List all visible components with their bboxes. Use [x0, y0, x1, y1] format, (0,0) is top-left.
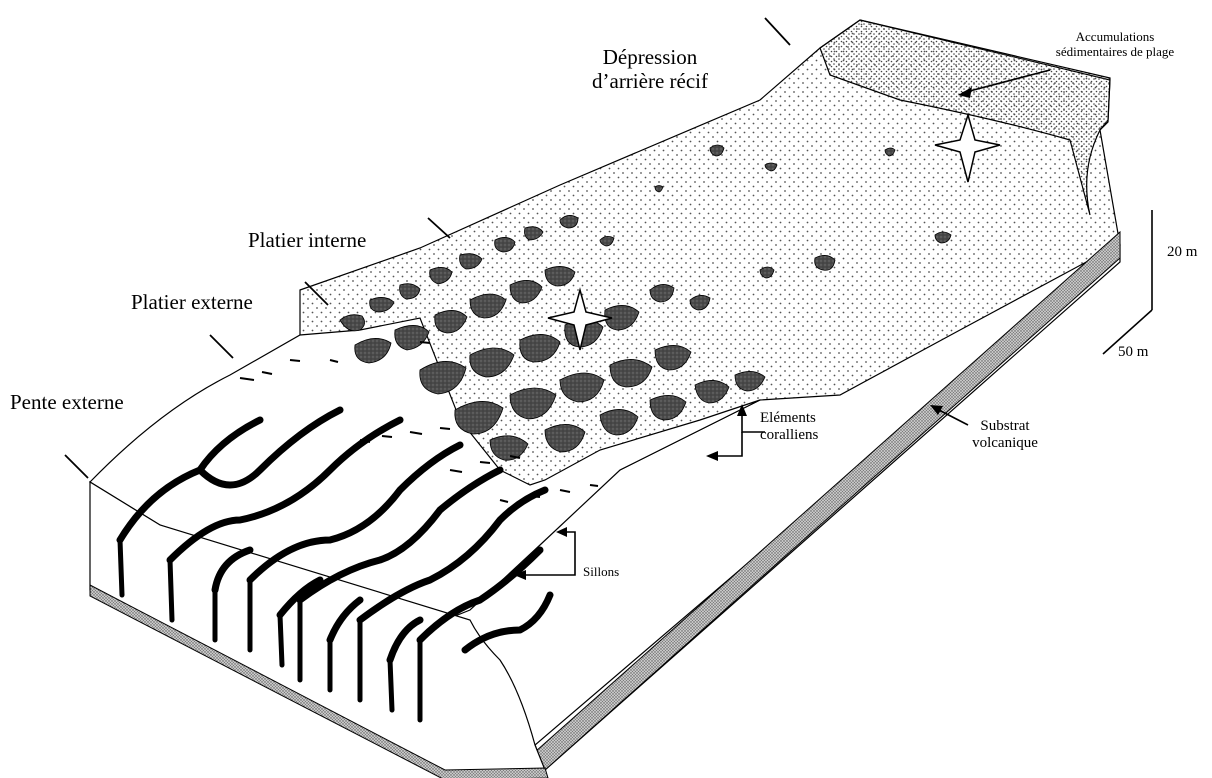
- platier-interne-label: Platier interne: [248, 228, 366, 252]
- depression-label-line1: Dépression: [555, 45, 745, 69]
- elements-label-line2: coralliens: [760, 427, 818, 444]
- elements-label-line1: Eléments: [760, 410, 818, 427]
- accumulations-label: Accumulations sédimentaires de plage: [1020, 30, 1210, 60]
- substrat-label-line2: volcanique: [960, 435, 1050, 452]
- elements-coralliens-label: Eléments coralliens: [760, 410, 818, 445]
- platier-externe-label: Platier externe: [131, 290, 253, 314]
- depression-label: Dépression d’arrière récif: [555, 45, 745, 93]
- substrat-label-line1: Substrat: [960, 418, 1050, 435]
- scale-height-label: 20 m: [1167, 244, 1197, 261]
- scale-width-label: 50 m: [1118, 344, 1148, 361]
- accumulations-label-line1: Accumulations: [1020, 30, 1210, 45]
- substrat-label: Substrat volcanique: [960, 418, 1050, 453]
- accumulations-label-line2: sédimentaires de plage: [1020, 45, 1210, 60]
- sillons-label: Sillons: [583, 565, 619, 580]
- depression-label-line2: d’arrière récif: [555, 69, 745, 93]
- pente-externe-label: Pente externe: [10, 390, 124, 414]
